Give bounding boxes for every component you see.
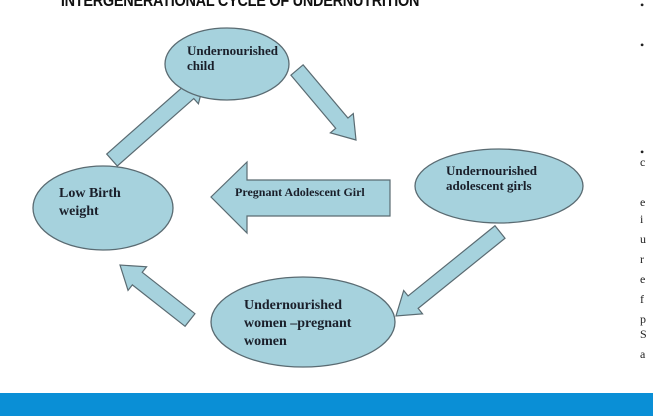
right-edge-text-fragment: p: [640, 312, 646, 326]
right-edge-text-fragment: f: [640, 292, 644, 306]
node-women-label: Undernourished women –pregnant women: [244, 298, 352, 349]
footer-bar: [0, 393, 653, 416]
node-lbw-ellipse: [32, 165, 174, 251]
right-edge-text-fragment: S: [640, 327, 647, 341]
right-edge-text-fragment: i: [640, 212, 644, 226]
node-lbw-label: Low Birth weight: [59, 186, 121, 219]
node-child-label: Undernourished child: [187, 43, 279, 73]
right-edge-text-fragment: u: [640, 232, 646, 246]
right-edge-text-fragment: e: [640, 272, 646, 286]
right-edge-text-fragment: •: [640, 0, 645, 12]
node-adolescent-label: Undernourished adolescent girls: [446, 163, 538, 193]
diagram-title: INTERGENERATIONAL CYCLE OF UNDERNUTRITIO…: [60, 0, 420, 10]
right-edge-text-fragment: •: [640, 38, 645, 52]
node-child-ellipse: [164, 27, 290, 101]
right-edge-text-fragment: c: [640, 155, 646, 169]
right-edge-text-fragment: e: [640, 195, 646, 209]
right-edge-text-fragment: •: [640, 145, 645, 159]
node-adolescent-ellipse: [414, 148, 584, 224]
right-edge-text-fragment: a: [640, 347, 646, 361]
center-arrow-label: Pregnant Adolescent Girl: [235, 185, 365, 199]
center-left-arrow: [210, 160, 391, 235]
node-women-ellipse: [210, 276, 396, 368]
arrow-adolescent-to-women: [395, 224, 506, 317]
right-edge-text-fragment: r: [640, 252, 644, 266]
arrow-child-to-adolescent: [290, 63, 357, 141]
arrow-women-to-lbw: [119, 264, 196, 328]
